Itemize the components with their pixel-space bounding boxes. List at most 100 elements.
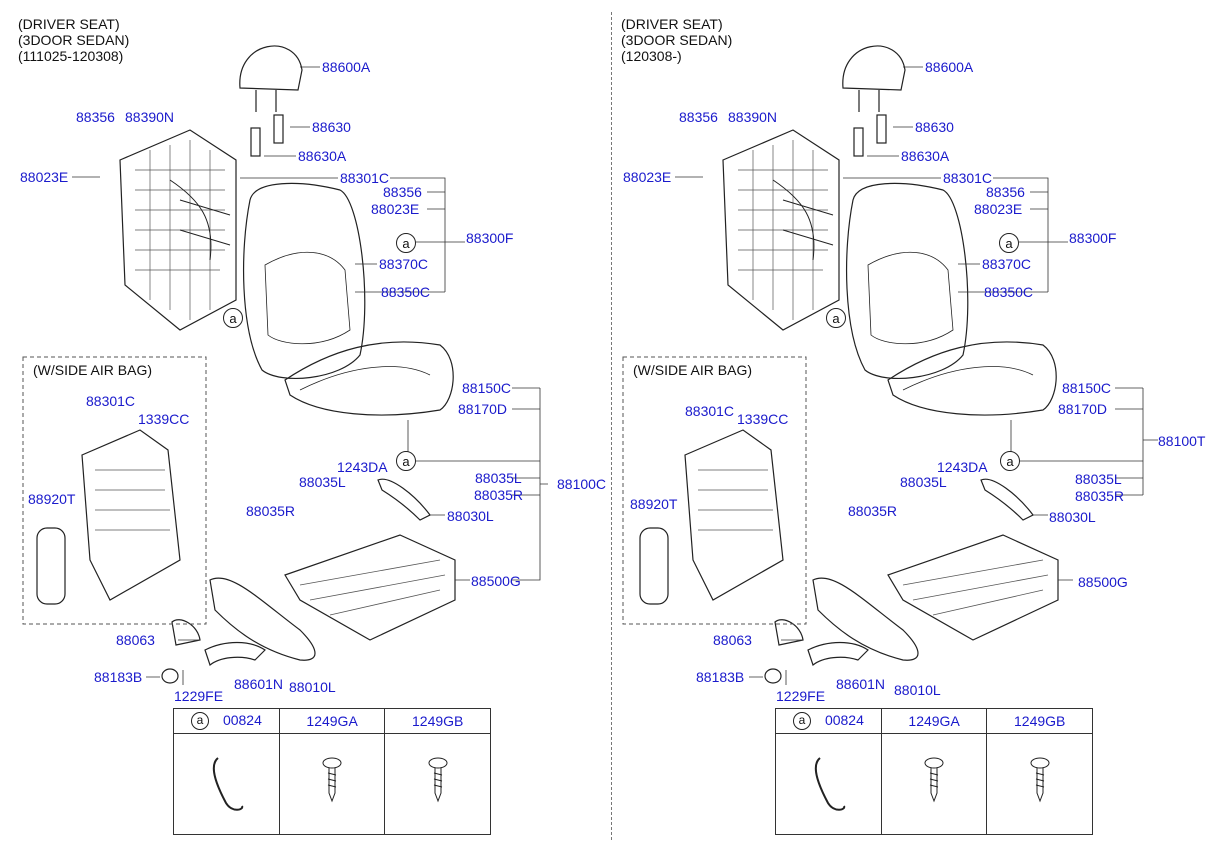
table-header-1249GB: 1249GB [986, 708, 1093, 734]
part-label-88023E[interactable]: 88023E [623, 169, 672, 185]
part-label-88035L[interactable]: 88035L [475, 470, 522, 486]
part-label-88100C[interactable]: 88100C [557, 476, 607, 492]
reference-circle-a: a [826, 308, 846, 328]
part-label-1243DA[interactable]: 1243DA [337, 459, 388, 475]
part-label-88063[interactable]: 88063 [713, 632, 752, 648]
panel-divider [611, 12, 612, 840]
part-label-88023E[interactable]: 88023E [371, 201, 420, 217]
part-label-88920T[interactable]: 88920T [630, 496, 678, 512]
part-label-88300F[interactable]: 88300F [1069, 230, 1117, 246]
part-label-88150C[interactable]: 88150C [462, 380, 512, 396]
part-label-88035R[interactable]: 88035R [1075, 488, 1125, 504]
part-label-88035R[interactable]: 88035R [246, 503, 296, 519]
part-label-88301C[interactable]: 88301C [340, 170, 390, 186]
part-label-88350C[interactable]: 88350C [381, 284, 431, 300]
diagram-panel-left: (DRIVER SEAT) (3DOOR SEDAN) (111025-1203… [0, 0, 606, 848]
reference-circle-a: a [792, 712, 811, 731]
part-label-88301C[interactable]: 88301C [86, 393, 136, 409]
reference-circle-a: a [1000, 451, 1020, 471]
screw-icon [322, 757, 342, 802]
side-shield [209, 577, 316, 661]
part-label-88920T[interactable]: 88920T [28, 491, 76, 507]
part-label-88010L[interactable]: 88010L [894, 682, 941, 698]
part-label-88601N[interactable]: 88601N [836, 676, 886, 692]
part-label-88356[interactable]: 88356 [986, 184, 1025, 200]
reference-circle-a: a [999, 233, 1019, 253]
seat-cushion [284, 341, 454, 416]
back-frame-mesh [119, 129, 237, 331]
part-label-88350C[interactable]: 88350C [984, 284, 1034, 300]
reference-circle-a: a [396, 233, 416, 253]
part-label-1339CC[interactable]: 1339CC [737, 411, 789, 427]
part-label-88035L[interactable]: 88035L [1075, 471, 1122, 487]
part-label-1229FE[interactable]: 1229FE [174, 688, 224, 704]
screw-icon [924, 757, 944, 802]
part-label-88170D[interactable]: 88170D [1058, 401, 1108, 417]
part-label-88370C[interactable]: 88370C [982, 256, 1032, 272]
part-label-88030L[interactable]: 88030L [447, 508, 494, 524]
headrest-guide-shape [250, 127, 261, 157]
part-label-88023E[interactable]: 88023E [20, 169, 69, 185]
part-label-88030L[interactable]: 88030L [1049, 509, 1096, 525]
part-label-88600A[interactable]: 88600A [925, 59, 974, 75]
header-line-1: (DRIVER SEAT) [18, 16, 120, 32]
part-label-88063[interactable]: 88063 [116, 632, 155, 648]
header-line-1: (DRIVER SEAT) [621, 16, 723, 32]
airbag-group-box [22, 356, 207, 625]
header-line-3: (111025-120308) [18, 48, 124, 64]
part-label-88630A[interactable]: 88630A [298, 148, 347, 164]
part-label-88300F[interactable]: 88300F [466, 230, 514, 246]
part-label-1339CC[interactable]: 1339CC [138, 411, 190, 427]
part-label-88035R[interactable]: 88035R [848, 503, 898, 519]
part-label-88170D[interactable]: 88170D [458, 401, 508, 417]
part-label-88390N[interactable]: 88390N [125, 109, 175, 125]
part-label-88500G[interactable]: 88500G [1078, 574, 1128, 590]
screw-drawing [986, 733, 1093, 835]
clip-drawing [775, 733, 882, 835]
part-label-88600A[interactable]: 88600A [322, 59, 371, 75]
table-col-label[interactable]: 1249GB [412, 713, 464, 729]
table-col-label[interactable]: 1249GA [306, 713, 358, 729]
part-label-88150C[interactable]: 88150C [1062, 380, 1112, 396]
part-label-88356[interactable]: 88356 [383, 184, 422, 200]
part-label-88035R[interactable]: 88035R [474, 487, 524, 503]
part-label-88035L[interactable]: 88035L [299, 474, 346, 490]
header-line-3: (120308-) [621, 48, 682, 64]
part-label-88630[interactable]: 88630 [312, 119, 351, 135]
part-label-88301C[interactable]: 88301C [943, 170, 993, 186]
seat-track [284, 534, 456, 641]
part-label-88630[interactable]: 88630 [915, 119, 954, 135]
table-col-label[interactable]: 1249GA [908, 713, 960, 729]
part-label-88630A[interactable]: 88630A [901, 148, 950, 164]
part-label-88370C[interactable]: 88370C [379, 256, 429, 272]
seat-exploded-drawing [22, 45, 548, 685]
headrest-guide-shape [273, 114, 284, 144]
part-label-88356[interactable]: 88356 [679, 109, 718, 125]
screw-drawing [278, 733, 386, 835]
airbag-group-title: (W/SIDE AIR BAG) [33, 362, 153, 378]
part-label-88183B[interactable]: 88183B [94, 669, 143, 685]
part-label-88100T[interactable]: 88100T [1158, 433, 1206, 449]
part-label-88301C[interactable]: 88301C [685, 403, 735, 419]
screw-icon [428, 757, 448, 802]
part-label-88356[interactable]: 88356 [76, 109, 115, 125]
part-label-88601N[interactable]: 88601N [234, 676, 284, 692]
part-label-88035L[interactable]: 88035L [900, 474, 947, 490]
part-label-88183B[interactable]: 88183B [696, 669, 745, 685]
table-col-label[interactable]: 00824 [222, 711, 262, 728]
part-label-88390N[interactable]: 88390N [728, 109, 778, 125]
header-line-2: (3DOOR SEDAN) [18, 32, 130, 48]
side-airbag-module [36, 527, 66, 605]
part-label-1229FE[interactable]: 1229FE [776, 688, 826, 704]
part-label-88010L[interactable]: 88010L [289, 679, 336, 695]
reference-circle-a: a [396, 451, 416, 471]
table-col-label[interactable]: 1249GB [1014, 713, 1066, 729]
part-label-1243DA[interactable]: 1243DA [937, 459, 988, 475]
reference-circle-a: a [223, 308, 243, 328]
table-col-label[interactable]: 00824 [824, 711, 864, 728]
part-label-88500G[interactable]: 88500G [471, 573, 521, 589]
part-label-88023E[interactable]: 88023E [974, 201, 1023, 217]
diagram-panel-right: (DRIVER SEAT) (3DOOR SEDAN) (120308-) 88… [603, 0, 1206, 848]
